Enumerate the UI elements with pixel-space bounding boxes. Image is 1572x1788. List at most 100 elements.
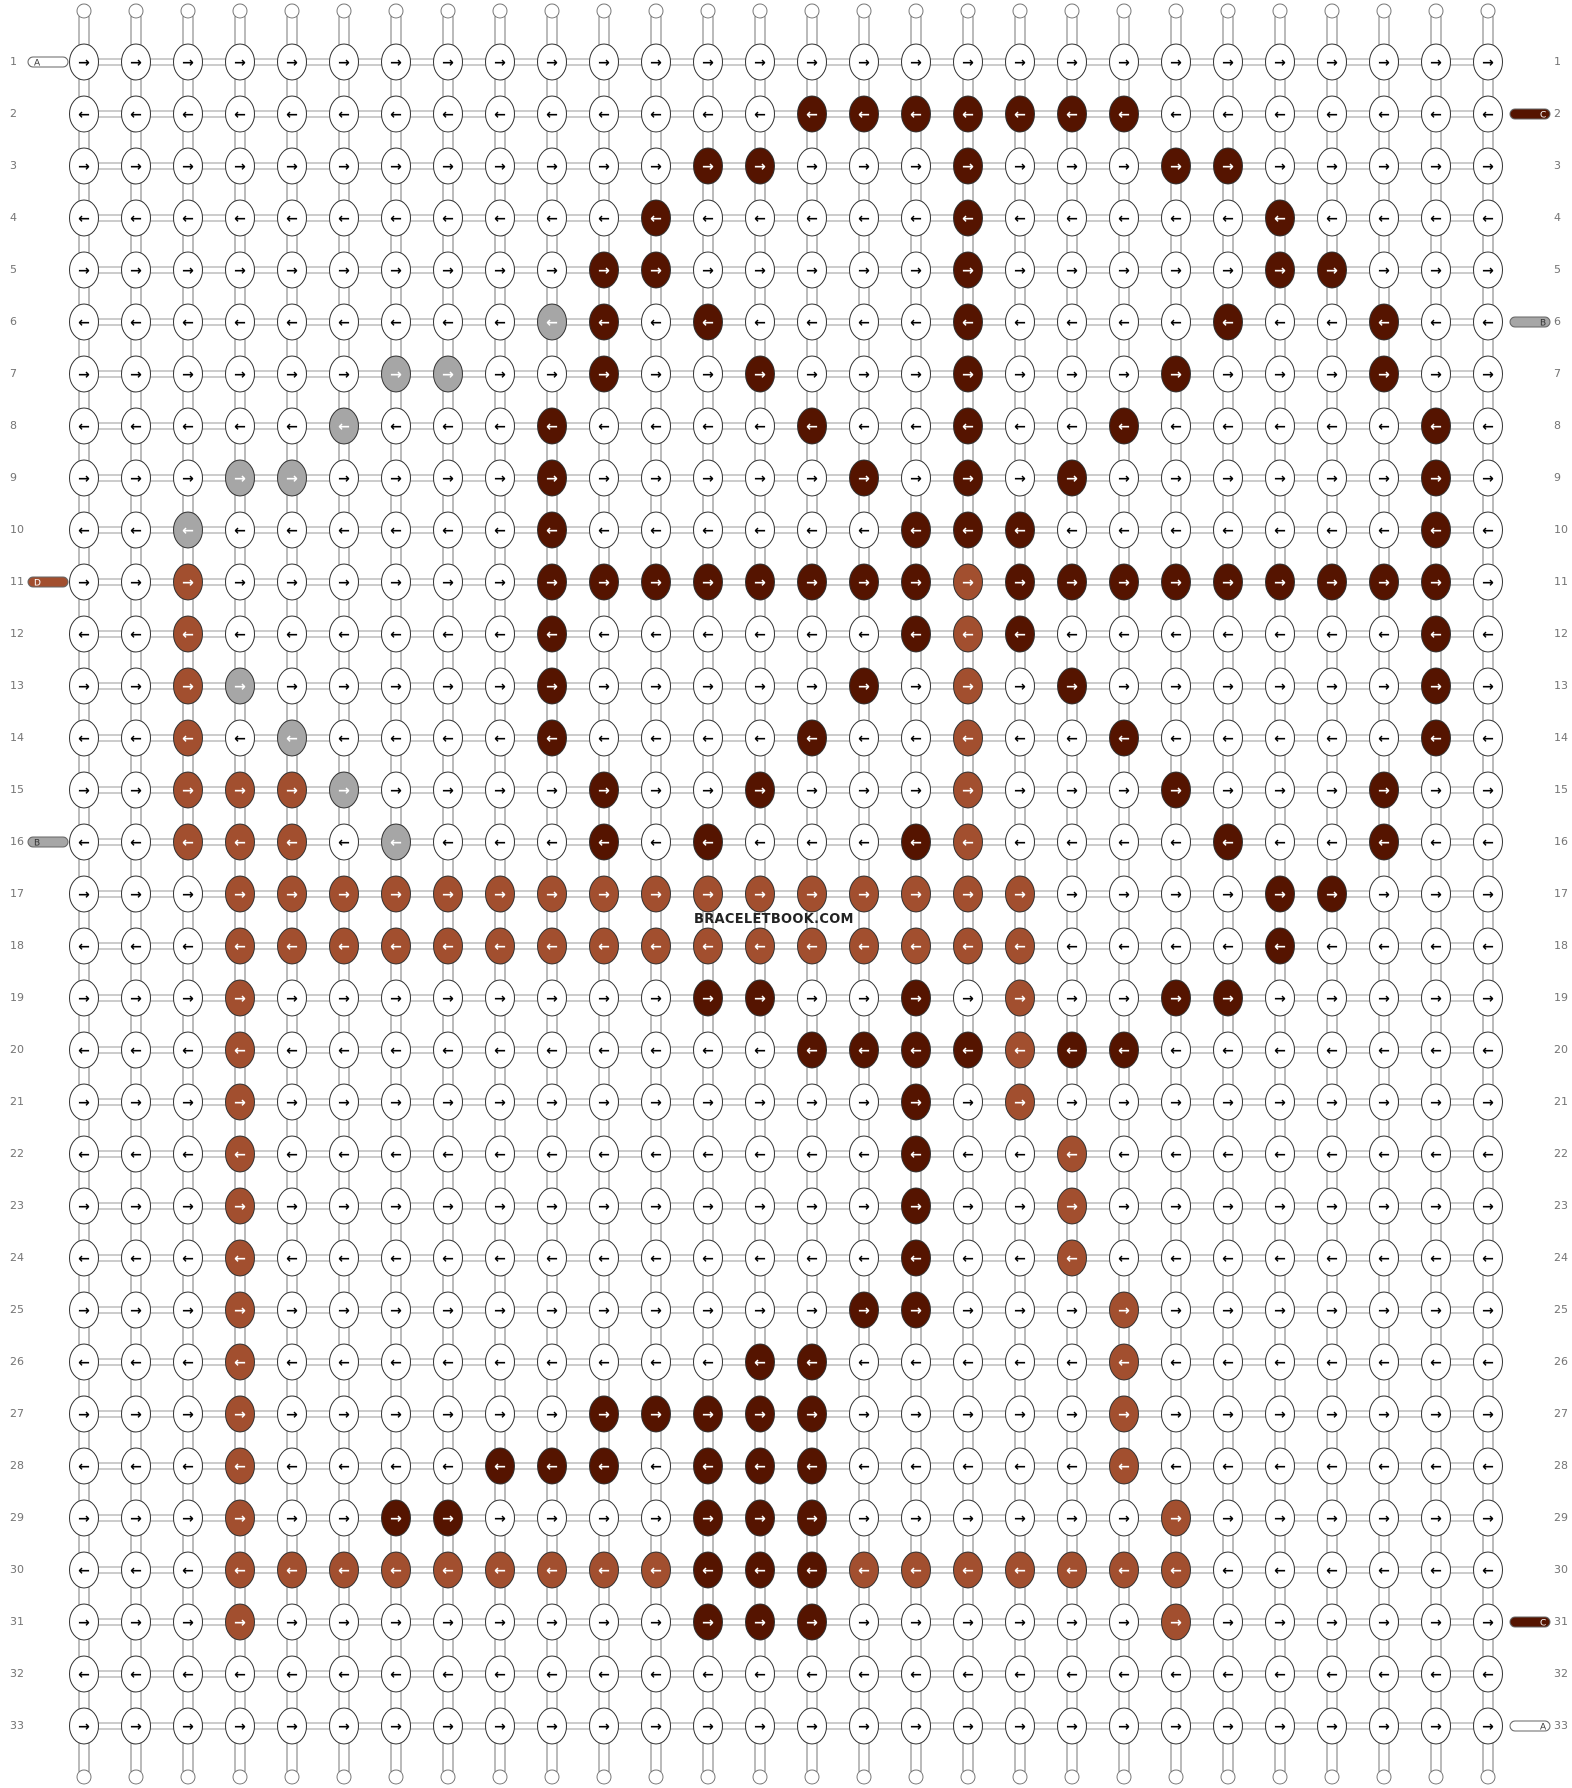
- knot-shape: [225, 1135, 255, 1173]
- knot: ←: [485, 1239, 515, 1277]
- knot-shape: [1317, 43, 1347, 81]
- knot: ←: [1369, 1031, 1399, 1069]
- knot-shape: [1057, 199, 1087, 237]
- knot: ←: [225, 303, 255, 341]
- knot: ←: [641, 1031, 671, 1069]
- knot: →: [173, 147, 203, 185]
- knot-shape: [1057, 771, 1087, 809]
- knot: →: [433, 355, 463, 393]
- row-label-right: 9: [1554, 471, 1561, 484]
- knot-arrow-icon: ←: [442, 523, 454, 539]
- knot: →: [1265, 667, 1295, 705]
- knot-shape: [485, 1031, 515, 1069]
- knot-arrow-icon: →: [1222, 783, 1234, 799]
- row-label-right: 22: [1554, 1147, 1568, 1160]
- knot-arrow-icon: →: [1326, 679, 1338, 695]
- knot-shape: [953, 1603, 983, 1641]
- knot-arrow-icon: →: [1430, 55, 1442, 71]
- knot-shape: [797, 875, 827, 913]
- knot-arrow-icon: ←: [130, 107, 142, 123]
- knot-arrow-icon: ←: [494, 1667, 506, 1683]
- knot-arrow-icon: →: [1482, 55, 1494, 71]
- knot-arrow-icon: →: [442, 1615, 454, 1631]
- knot: ←: [589, 1551, 619, 1589]
- knot-arrow-icon: →: [1274, 991, 1286, 1007]
- knot: ←: [537, 199, 567, 237]
- knot-shape: [1005, 199, 1035, 237]
- knot: →: [121, 147, 151, 185]
- knot-arrow-icon: →: [494, 263, 506, 279]
- knot-arrow-icon: ←: [858, 1043, 870, 1059]
- knot: →: [537, 875, 567, 913]
- knot-arrow-icon: ←: [1430, 627, 1442, 643]
- knot-arrow-icon: →: [1482, 263, 1494, 279]
- knot: →: [589, 1603, 619, 1641]
- knot-shape: [173, 1343, 203, 1381]
- knot-shape: [901, 459, 931, 497]
- knot: →: [329, 355, 359, 393]
- knot-shape: [693, 1187, 723, 1225]
- knot: ←: [693, 1551, 723, 1589]
- knot-arrow-icon: ←: [338, 315, 350, 331]
- knot-shape: [485, 95, 515, 133]
- knot-shape: [173, 1239, 203, 1277]
- knot-arrow-icon: →: [338, 575, 350, 591]
- knot: →: [1213, 1707, 1243, 1745]
- knot: ←: [745, 1343, 775, 1381]
- knot: →: [1213, 875, 1243, 913]
- knot-arrow-icon: →: [78, 1407, 90, 1423]
- knot-arrow-icon: ←: [650, 1667, 662, 1683]
- knot: ←: [745, 511, 775, 549]
- knot: ←: [433, 199, 463, 237]
- knot-shape: [849, 199, 879, 237]
- knot-arrow-icon: ←: [806, 1251, 818, 1267]
- knot-arrow-icon: →: [546, 159, 558, 175]
- knot-shape: [1057, 1707, 1087, 1745]
- knot-arrow-icon: ←: [1170, 939, 1182, 955]
- knot: ←: [121, 1135, 151, 1173]
- row-label-left: 17: [10, 887, 24, 900]
- knot: ←: [1057, 1343, 1087, 1381]
- knot-shape: [1057, 1239, 1087, 1277]
- knot: →: [225, 1291, 255, 1329]
- knot: ←: [1161, 95, 1191, 133]
- knot-arrow-icon: →: [1378, 783, 1390, 799]
- knot-arrow-icon: ←: [754, 627, 766, 643]
- knot: ←: [1109, 1551, 1139, 1589]
- knot-shape: [797, 1343, 827, 1381]
- knot-shape: [381, 407, 411, 445]
- knot-arrow-icon: →: [1118, 575, 1130, 591]
- knot: →: [1161, 875, 1191, 913]
- knot-shape: [433, 823, 463, 861]
- knot-arrow-icon: ←: [1222, 835, 1234, 851]
- knot: →: [1317, 1187, 1347, 1225]
- knot-arrow-icon: →: [1274, 1719, 1286, 1735]
- knot-arrow-icon: →: [1118, 1511, 1130, 1527]
- knot: ←: [381, 1551, 411, 1589]
- knot-arrow-icon: →: [1430, 1095, 1442, 1111]
- knot-shape: [745, 979, 775, 1017]
- knot-arrow-icon: ←: [650, 1043, 662, 1059]
- knot-arrow-icon: →: [910, 1719, 922, 1735]
- knot-shape: [1005, 563, 1035, 601]
- knot-shape: [797, 563, 827, 601]
- knot-shape: [1317, 771, 1347, 809]
- thread-top-end: [492, 3, 508, 19]
- knot-arrow-icon: →: [130, 1511, 142, 1527]
- knot-shape: [1005, 1343, 1035, 1381]
- knot-arrow-icon: ←: [1066, 1043, 1078, 1059]
- knot-shape: [693, 927, 723, 965]
- knot: →: [953, 1083, 983, 1121]
- knot: →: [173, 459, 203, 497]
- knot-shape: [1057, 95, 1087, 133]
- row-label-left: 22: [10, 1147, 24, 1160]
- knot: →: [1057, 1187, 1087, 1225]
- knot-arrow-icon: ←: [650, 523, 662, 539]
- knot: ←: [1161, 1655, 1191, 1693]
- knot-arrow-icon: →: [442, 1199, 454, 1215]
- knot-shape: [1473, 979, 1503, 1017]
- knot: →: [485, 1707, 515, 1745]
- knot-shape: [1317, 1291, 1347, 1329]
- knot-shape: [1161, 1551, 1191, 1589]
- knot-shape: [849, 563, 879, 601]
